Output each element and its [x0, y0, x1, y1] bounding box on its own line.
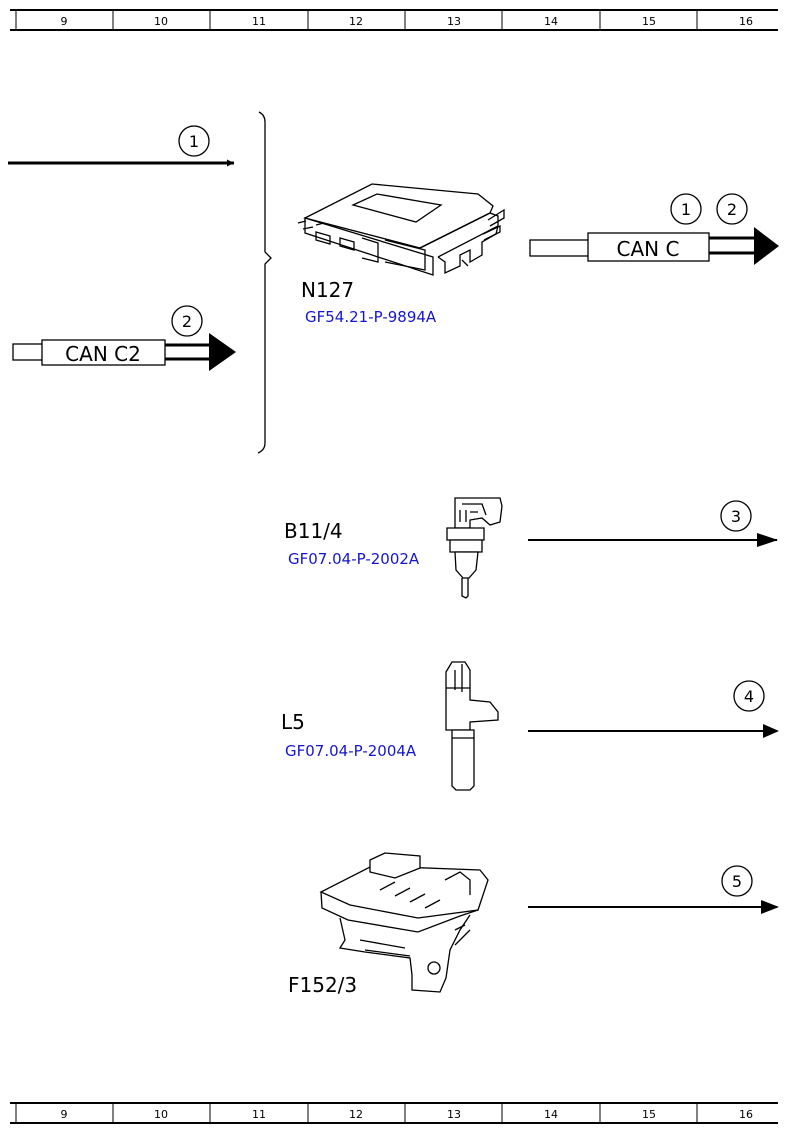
- f152-3-module-illustration: [319, 852, 489, 993]
- b11-4-code: B11/4: [284, 519, 343, 543]
- can-c2-label: CAN C2: [65, 342, 141, 366]
- b11-4-ref-link[interactable]: GF07.04-P-2002A: [288, 550, 420, 568]
- ruler-cell-12: 12: [349, 1108, 363, 1121]
- n127-code: N127: [301, 278, 354, 302]
- arrowhead: [757, 533, 778, 547]
- signal-number-5: 5: [732, 872, 742, 891]
- f152-3-code: F152/3: [288, 973, 357, 997]
- signal-number-1: 1: [681, 200, 691, 219]
- n127-ref-link[interactable]: GF54.21-P-9894A: [305, 308, 437, 326]
- arrowhead: [763, 724, 779, 738]
- can-c-label: CAN C: [617, 237, 680, 261]
- can-c-box: [587, 232, 710, 262]
- output-signal-3: 3: [528, 500, 778, 547]
- signal-number-3: 3: [731, 507, 741, 526]
- top-ruler: 9 10 11 12 13 14 15 16: [10, 9, 778, 31]
- ruler-cell-15: 15: [642, 1108, 656, 1121]
- ruler-cell-16: 16: [739, 1108, 753, 1121]
- ruler-cell-11: 11: [252, 15, 266, 28]
- output-can-c: CAN C 1 2: [529, 193, 779, 265]
- ruler-cell-14: 14: [544, 1108, 558, 1121]
- ruler-cell-9: 9: [61, 1108, 68, 1121]
- arrowhead: [209, 333, 236, 371]
- ruler-cell-10: 10: [154, 15, 168, 28]
- ruler-cell-12: 12: [349, 15, 363, 28]
- l5-code: L5: [281, 710, 305, 734]
- signal-circle-1: [670, 193, 702, 225]
- l5-sensor-illustration: [445, 661, 499, 791]
- ruler-cell-13: 13: [447, 1108, 461, 1121]
- input-signal-1: 1: [8, 125, 234, 167]
- signal-circle-3: [720, 500, 752, 532]
- input-brace: [257, 111, 272, 454]
- output-signal-5: 5: [528, 865, 779, 914]
- signal-circle-2: [716, 193, 748, 225]
- can-c2-box: [41, 339, 166, 366]
- ruler-cell-9: 9: [61, 15, 68, 28]
- output-signal-4: 4: [528, 680, 779, 738]
- signal-circle-1: [178, 125, 210, 157]
- signal-number-4: 4: [744, 687, 754, 706]
- b11-4-sensor-illustration: [446, 497, 503, 599]
- signal-circle-2: [171, 305, 203, 337]
- ruler-cell-11: 11: [252, 1108, 266, 1121]
- ruler-cell-13: 13: [447, 15, 461, 28]
- bottom-ruler: 9 10 11 12 13 14 15 16: [10, 1102, 778, 1124]
- arrowhead: [761, 900, 779, 914]
- input-can-c2: CAN C2 2: [12, 305, 236, 371]
- signal-number-2: 2: [182, 312, 192, 331]
- signal-number-1: 1: [189, 132, 199, 151]
- ruler-cell-14: 14: [544, 15, 558, 28]
- signal-circle-5: [721, 865, 753, 897]
- ruler-cell-10: 10: [154, 1108, 168, 1121]
- arrowhead: [754, 227, 779, 265]
- ruler-cell-15: 15: [642, 15, 656, 28]
- signal-number-2: 2: [727, 200, 737, 219]
- n127-control-unit-illustration: [297, 183, 505, 276]
- signal-circle-4: [733, 680, 765, 712]
- l5-ref-link[interactable]: GF07.04-P-2004A: [285, 742, 417, 760]
- ruler-cell-16: 16: [739, 15, 753, 28]
